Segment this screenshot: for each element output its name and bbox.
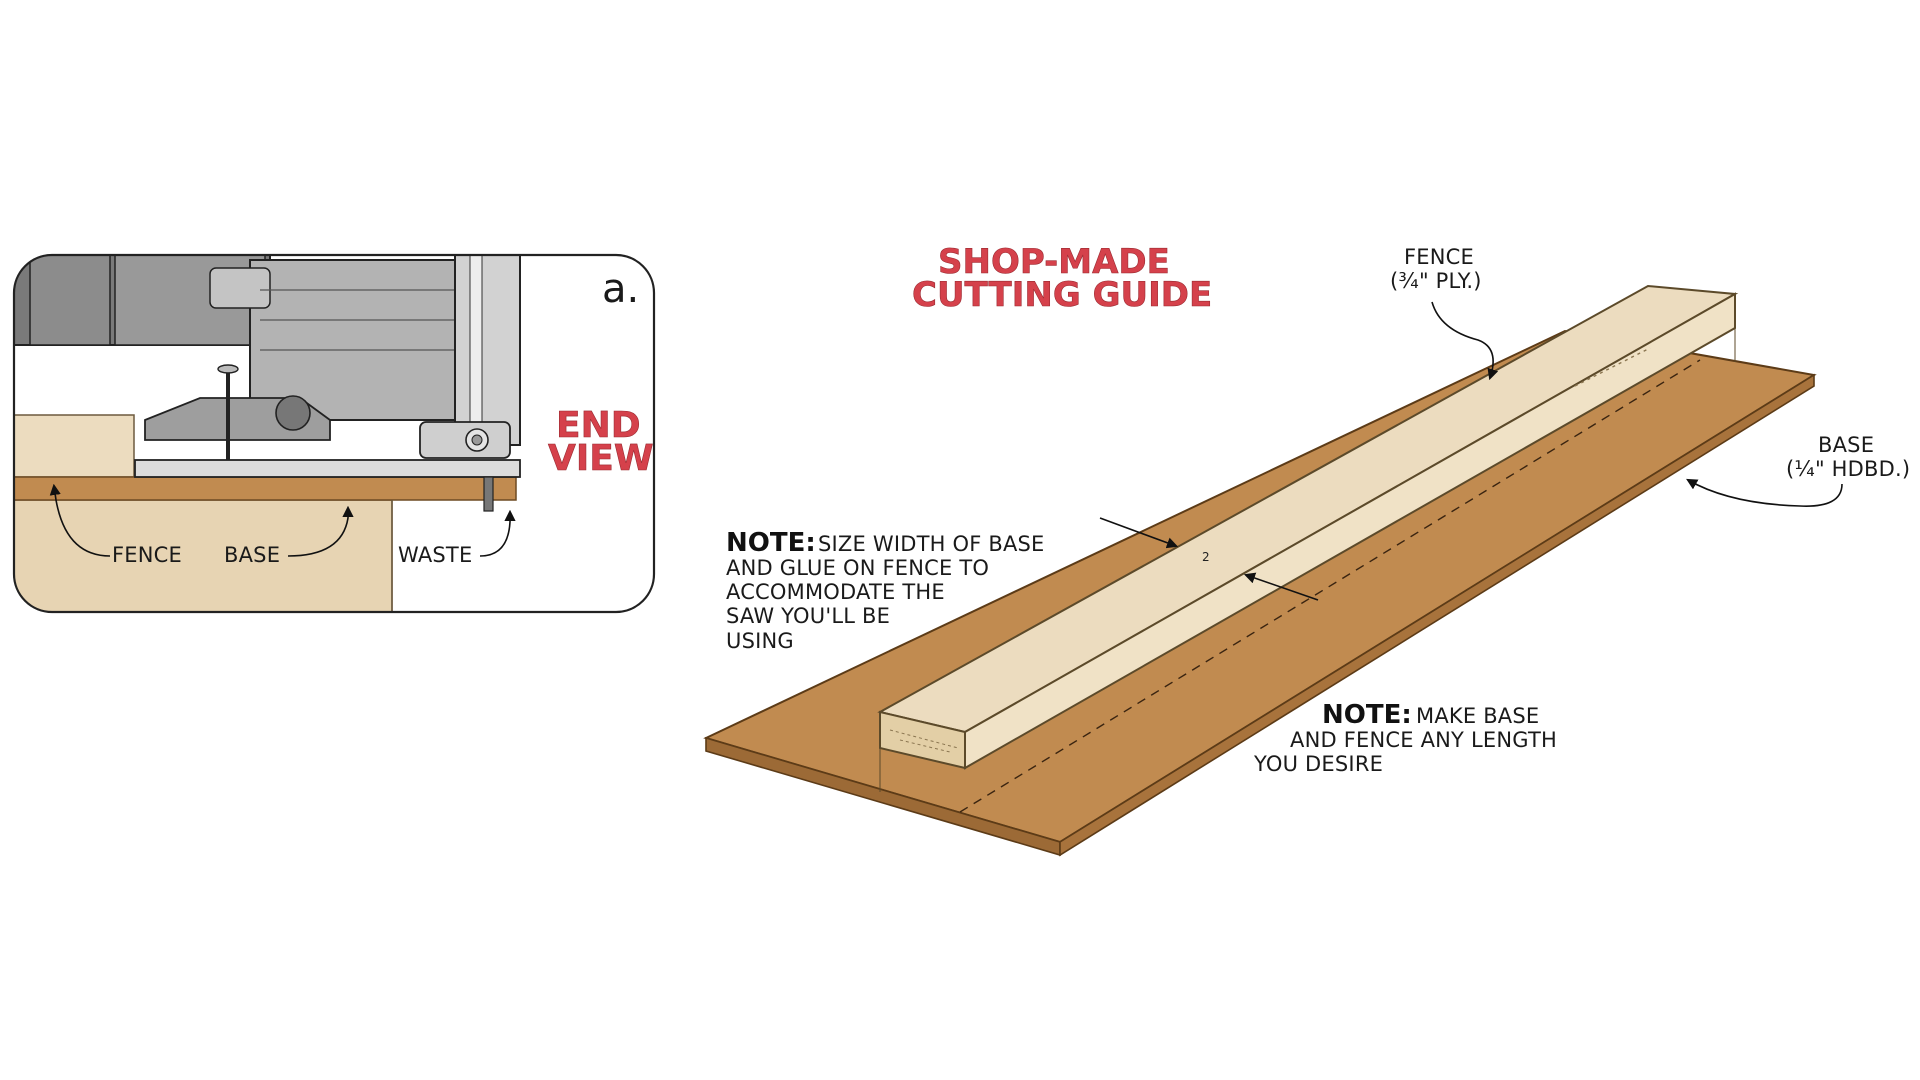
svg-text:SIZE WIDTH OF BASE: SIZE WIDTH OF BASE — [818, 532, 1045, 556]
main-fence-label-line2: (¾" PLY.) — [1390, 269, 1482, 293]
main-title-line1: SHOP-MADE — [938, 242, 1170, 282]
inset-fence-label: FENCE — [112, 543, 182, 567]
main-drawing: SHOP-MADE CUTTING GUIDE 2 — [703, 242, 1910, 857]
inset-base-leader — [287, 505, 354, 557]
end-view-title-line2: VIEW — [548, 438, 654, 479]
main-base-label-line2: (¼" HDBD.) — [1786, 457, 1910, 481]
svg-text:MAKE BASE: MAKE BASE — [1416, 704, 1539, 728]
main-fence-label-line1: FENCE — [1404, 245, 1474, 269]
inset-base-strip — [14, 476, 517, 501]
inset-waste-label: WASTE — [398, 543, 472, 567]
main-fence-leader — [1431, 301, 1499, 381]
width-arrow-bottom — [1243, 572, 1319, 601]
main-title-line2: CUTTING GUIDE — [912, 275, 1212, 315]
svg-text:ACCOMMODATE THE: ACCOMMODATE THE — [726, 580, 945, 604]
main-base-label-line1: BASE — [1818, 433, 1874, 457]
saw-shoe — [134, 459, 521, 478]
main-base-leader — [1686, 478, 1843, 507]
inset-frame — [12, 253, 656, 614]
note-any-length: NOTE: MAKE BASE AND FENCE ANY LENGTH YOU… — [1253, 700, 1557, 776]
inset-base-label: BASE — [224, 543, 280, 567]
plywood-fence — [877, 284, 1739, 792]
end-view-title-line1: END — [556, 405, 641, 446]
inset-waste-leader — [479, 509, 516, 557]
svg-text:NOTE:: NOTE: — [1322, 700, 1412, 730]
saw-blade-tip — [483, 476, 494, 512]
inset-fence-leader — [49, 483, 111, 557]
circular-saw — [14, 255, 521, 512]
svg-text:NOTE:: NOTE: — [726, 528, 816, 558]
end-view-inset: a. END VIEW FENCE BASE WASTE — [12, 253, 656, 614]
note-base-width: NOTE: SIZE WIDTH OF BASE AND GLUE ON FEN… — [726, 528, 1045, 653]
svg-text:AND GLUE ON FENCE TO: AND GLUE ON FENCE TO — [726, 556, 989, 580]
view-letter: a. — [602, 266, 639, 312]
svg-text:SAW YOU'LL BE: SAW YOU'LL BE — [726, 604, 890, 628]
svg-text:USING: USING — [726, 629, 794, 653]
width-arrow-top — [1099, 517, 1179, 549]
svg-text:YOU DESIRE: YOU DESIRE — [1253, 752, 1383, 776]
svg-text:AND FENCE ANY LENGTH: AND FENCE ANY LENGTH — [1290, 728, 1557, 752]
inset-fence-block — [14, 414, 135, 478]
width-marker: 2 — [1202, 550, 1210, 564]
workbench-block — [14, 499, 393, 612]
